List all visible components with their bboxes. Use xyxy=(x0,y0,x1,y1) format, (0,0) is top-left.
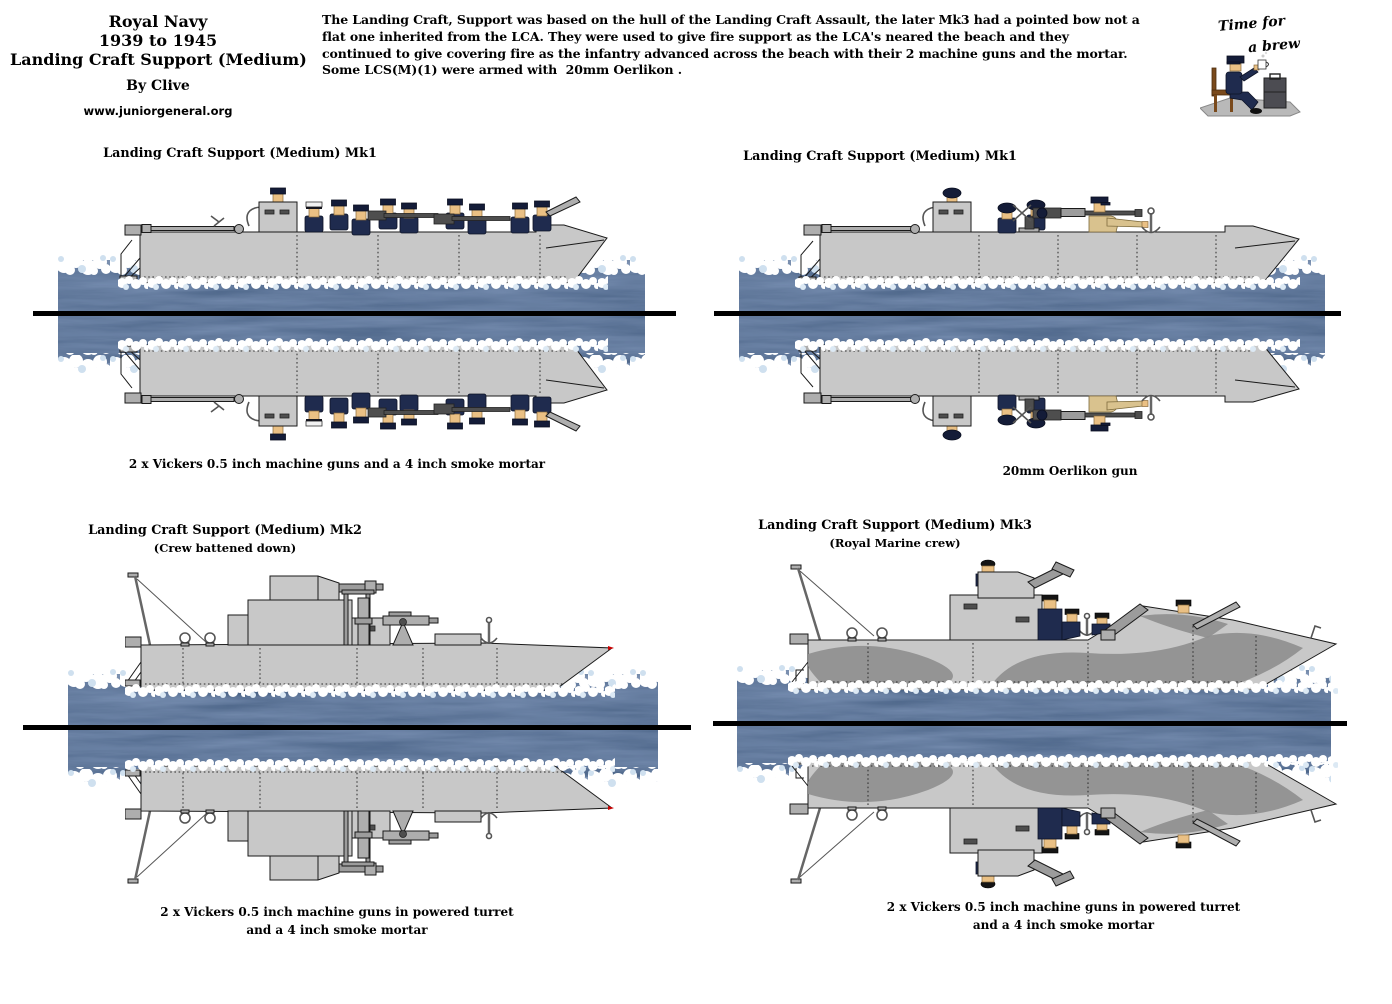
foam-crest xyxy=(795,276,1300,290)
description-paragraph: The Landing Craft, Support was based on … xyxy=(322,12,1152,79)
ship-mk3-illustration xyxy=(788,558,1338,690)
page-title-line-3: Landing Craft Support (Medium) xyxy=(10,50,307,69)
ship-mk1-crew-reflection xyxy=(118,343,608,448)
ship-mk2-illustration xyxy=(125,571,615,692)
caption-mk3: 2 x Vickers 0.5 inch machine guns in pow… xyxy=(811,899,1316,934)
section-header-mk2: Landing Craft Support (Medium) Mk2 (Crew… xyxy=(70,523,380,555)
section-subtitle-mk2: (Crew battened down) xyxy=(153,541,297,555)
section-title-mk3: Landing Craft Support (Medium) Mk3 xyxy=(758,518,1032,533)
caption-mk1-oerlikon: 20mm Oerlikon gun xyxy=(1002,464,1138,478)
header-title-block: Royal Navy 1939 to 1945 Landing Craft Su… xyxy=(10,12,307,118)
ship-mk2-reflection xyxy=(125,764,615,885)
caption-line: 2 x Vickers 0.5 inch machine guns in pow… xyxy=(160,905,514,919)
fold-line xyxy=(23,725,691,730)
section-title-mk2: Landing Craft Support (Medium) Mk2 xyxy=(88,523,362,538)
foam-crest xyxy=(788,680,1338,694)
ship-mk1-oerlikon-reflection xyxy=(795,343,1300,443)
page-title-line-2: 1939 to 1945 xyxy=(98,31,218,50)
fold-line xyxy=(713,721,1347,726)
ship-mk1-crew-illustration xyxy=(118,180,608,285)
foam-crest xyxy=(118,338,608,352)
description-line: The Landing Craft, Support was based on … xyxy=(322,12,1140,27)
ship-mk1-oerlikon-illustration xyxy=(795,185,1300,285)
page-title-line-1: Royal Navy xyxy=(108,12,208,31)
ship-mk3-reflection xyxy=(788,758,1338,890)
foam-crest xyxy=(125,684,615,698)
foam-crest xyxy=(795,338,1300,352)
fold-line xyxy=(714,311,1341,316)
section-title-mk1-oerlikon: Landing Craft Support (Medium) Mk1 xyxy=(743,149,1017,164)
description-line: Some LCS(M)(1) were armed with 20mm Oerl… xyxy=(322,62,683,78)
website-url: www.juniorgeneral.org xyxy=(83,104,233,118)
section-title-mk1-crew: Landing Craft Support (Medium) Mk1 xyxy=(103,146,377,161)
description-line: flat one inherited from the LCA. They we… xyxy=(322,28,1069,44)
caption-line: and a 4 inch smoke mortar xyxy=(246,922,428,937)
foam-crest xyxy=(118,276,608,290)
foam-crest xyxy=(788,754,1338,768)
caption-mk1-crew: 2 x Vickers 0.5 inch machine guns and a … xyxy=(128,457,546,471)
brew-note-line-1: Time for xyxy=(1217,13,1286,35)
caption-line: and a 4 inch smoke mortar xyxy=(972,917,1155,932)
tea-break-sailor-illustration xyxy=(1200,51,1301,117)
section-subtitle-mk3: (Royal Marine crew) xyxy=(829,536,961,550)
fold-line xyxy=(33,311,676,316)
byline: By Clive xyxy=(126,78,190,94)
caption-mk2: 2 x Vickers 0.5 inch machine guns in pow… xyxy=(87,904,587,939)
section-header-mk3: Landing Craft Support (Medium) Mk3 (Roya… xyxy=(735,518,1055,550)
foam-crest xyxy=(125,758,615,772)
caption-line: 2 x Vickers 0.5 inch machine guns in pow… xyxy=(886,900,1241,914)
description-line: continued to give covering fire as the i… xyxy=(322,45,1128,61)
